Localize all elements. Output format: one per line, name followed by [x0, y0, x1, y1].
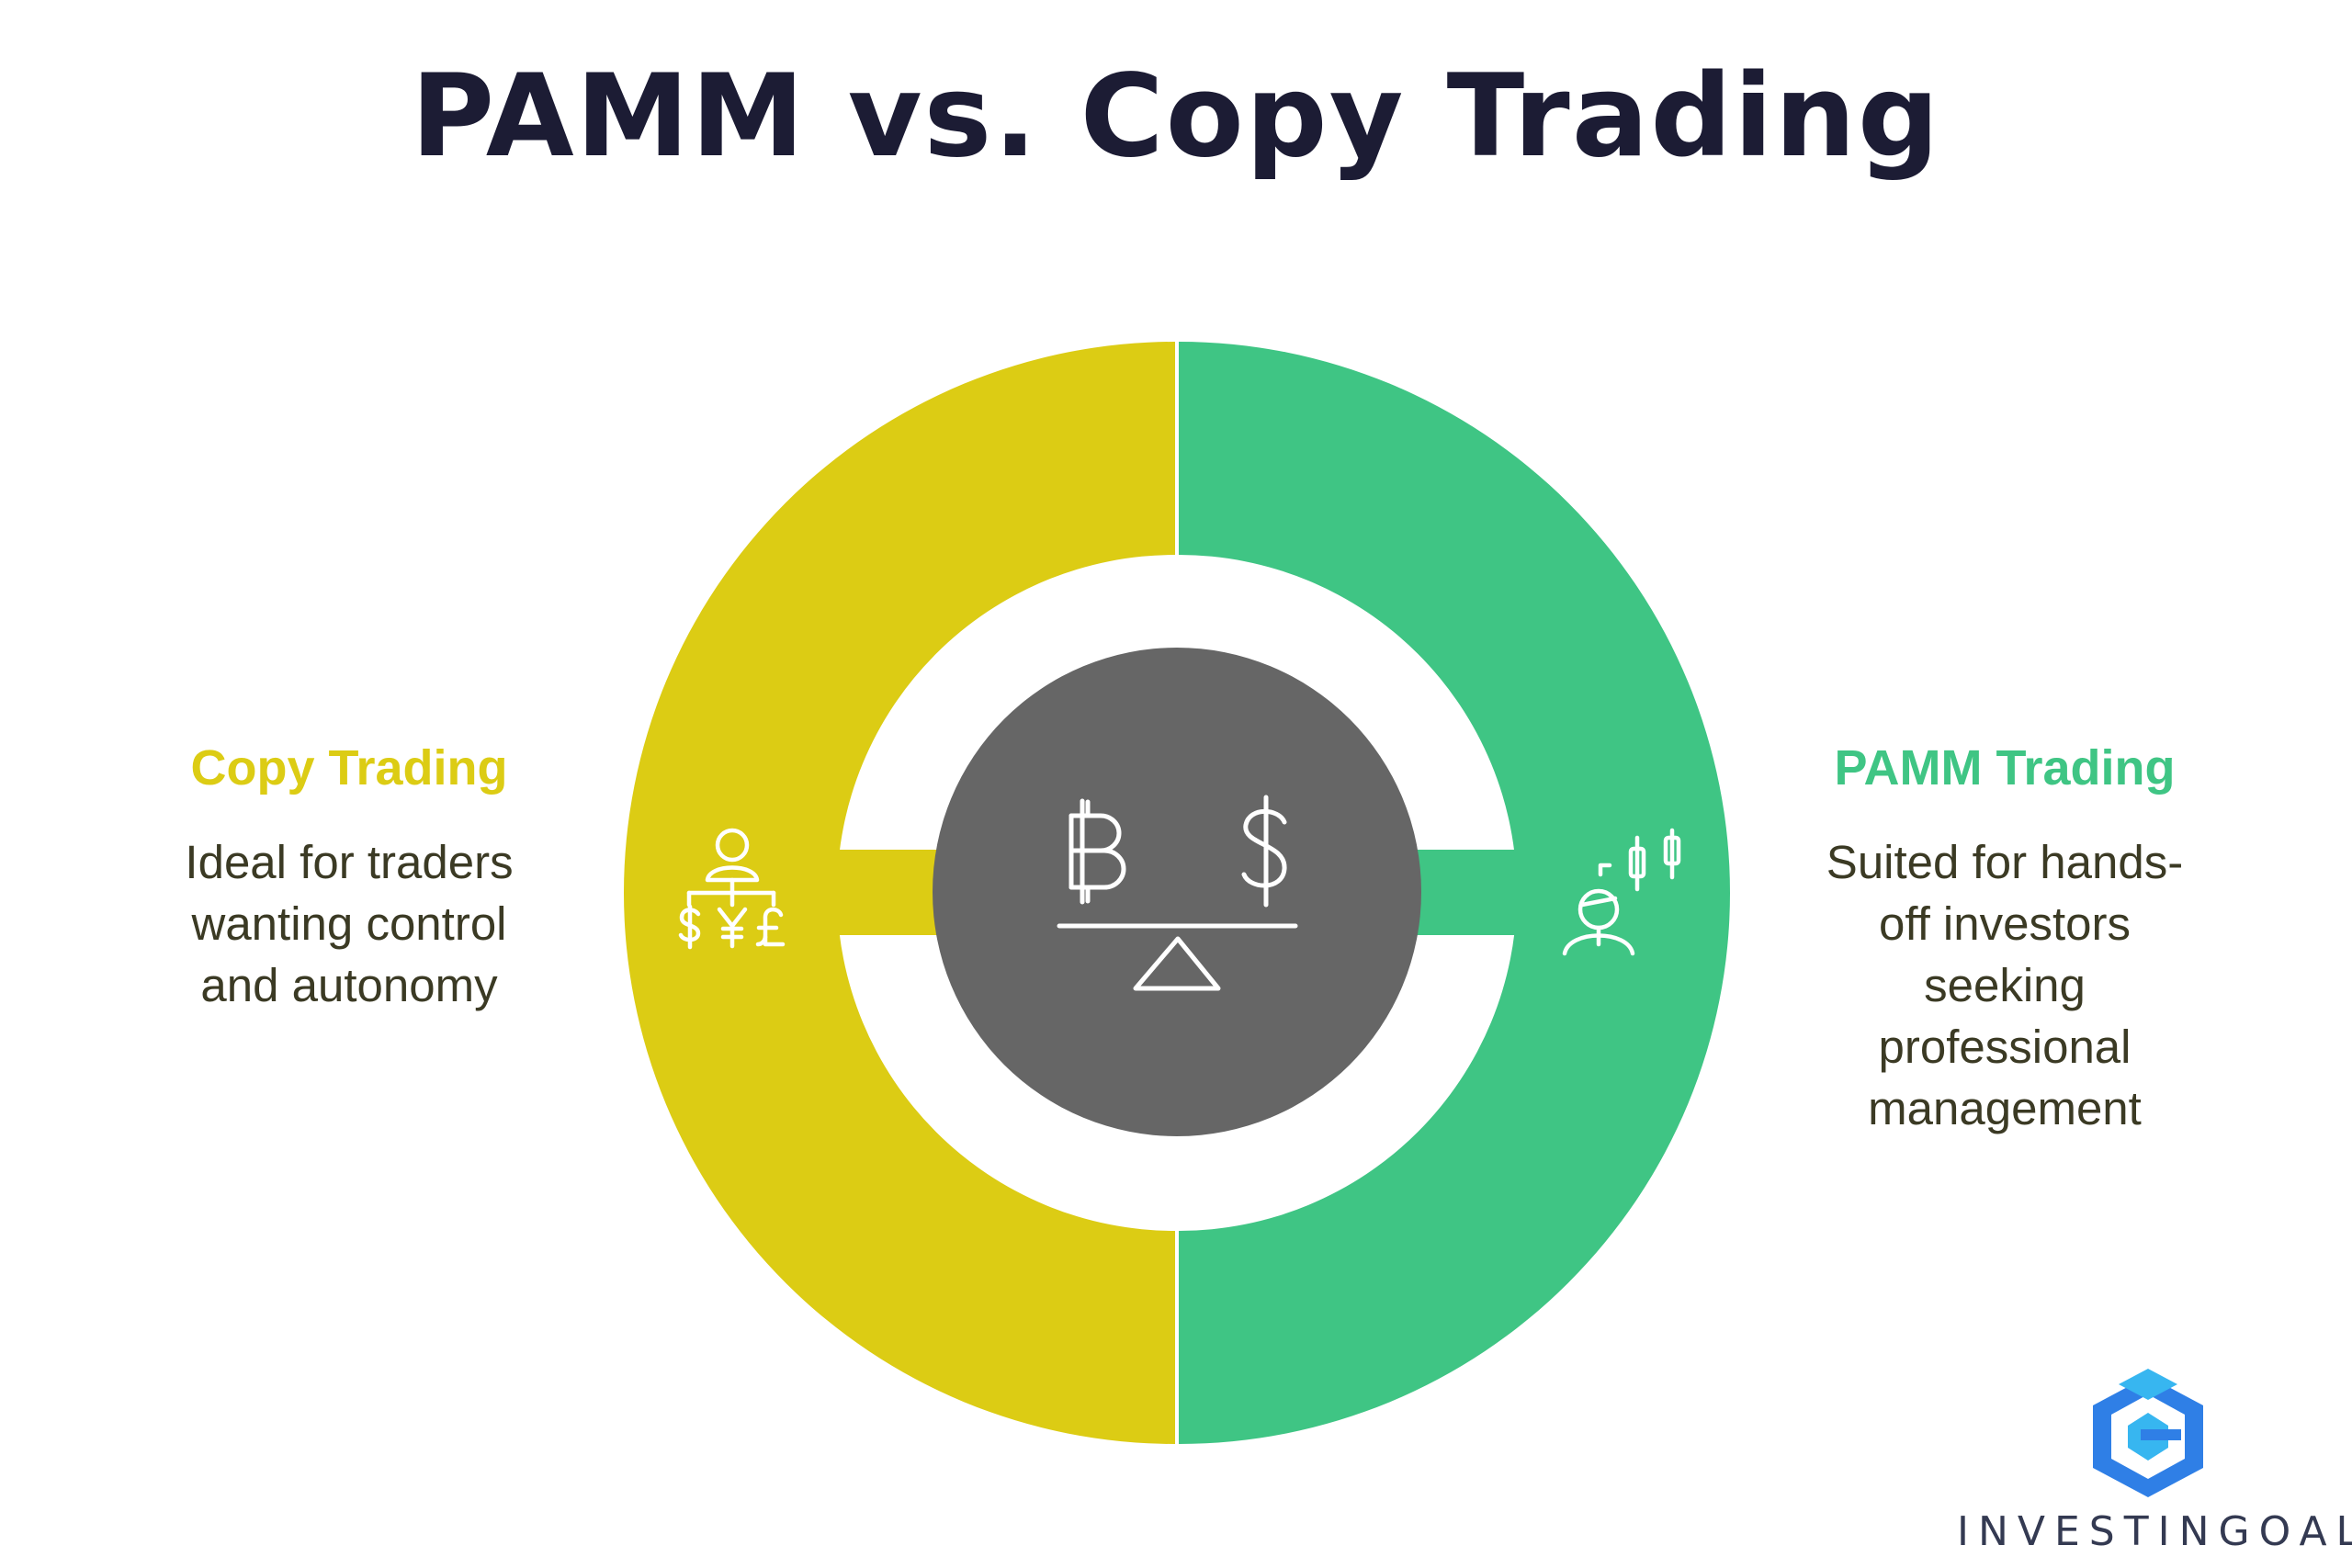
center-circle [933, 648, 1421, 1136]
investor-candlestick-icon [1562, 828, 1681, 956]
pamm-trading-line: Suited for hands- [1826, 836, 2184, 888]
copy-trading-line: wanting control [191, 897, 507, 950]
copy-trading-heading: Copy Trading [190, 740, 508, 795]
balance-scale-bitcoin-dollar-icon [1057, 795, 1298, 991]
pamm-trading-line: seeking [1924, 959, 2086, 1011]
copy-trading-connector [827, 850, 946, 935]
pamm-trading-line: off investors [1878, 897, 2132, 950]
copy-trading-segment [624, 342, 1175, 1444]
investingoal-logo-icon [2093, 1369, 2203, 1497]
copy-trading-line: Ideal for traders [185, 836, 514, 888]
page-title: PAMM vs. Copy Trading [411, 51, 1941, 183]
copy-trading-description: Ideal for traders wanting control and au… [74, 831, 625, 1016]
pamm-trading-description: Suited for hands- off investors seeking … [1729, 831, 2280, 1139]
pamm-trading-segment [1179, 342, 1730, 1444]
pamm-trading-line: professional [1878, 1021, 2132, 1073]
pamm-trading-connector [1406, 850, 1525, 935]
pamm-trading-heading: PAMM Trading [1834, 740, 2176, 795]
copy-trading-line: and autonomy [200, 959, 498, 1011]
pamm-trading-line: management [1868, 1082, 2142, 1134]
brand-name: INVESTINGOAL [1957, 1508, 2352, 1555]
trader-currency-icon [678, 828, 786, 950]
